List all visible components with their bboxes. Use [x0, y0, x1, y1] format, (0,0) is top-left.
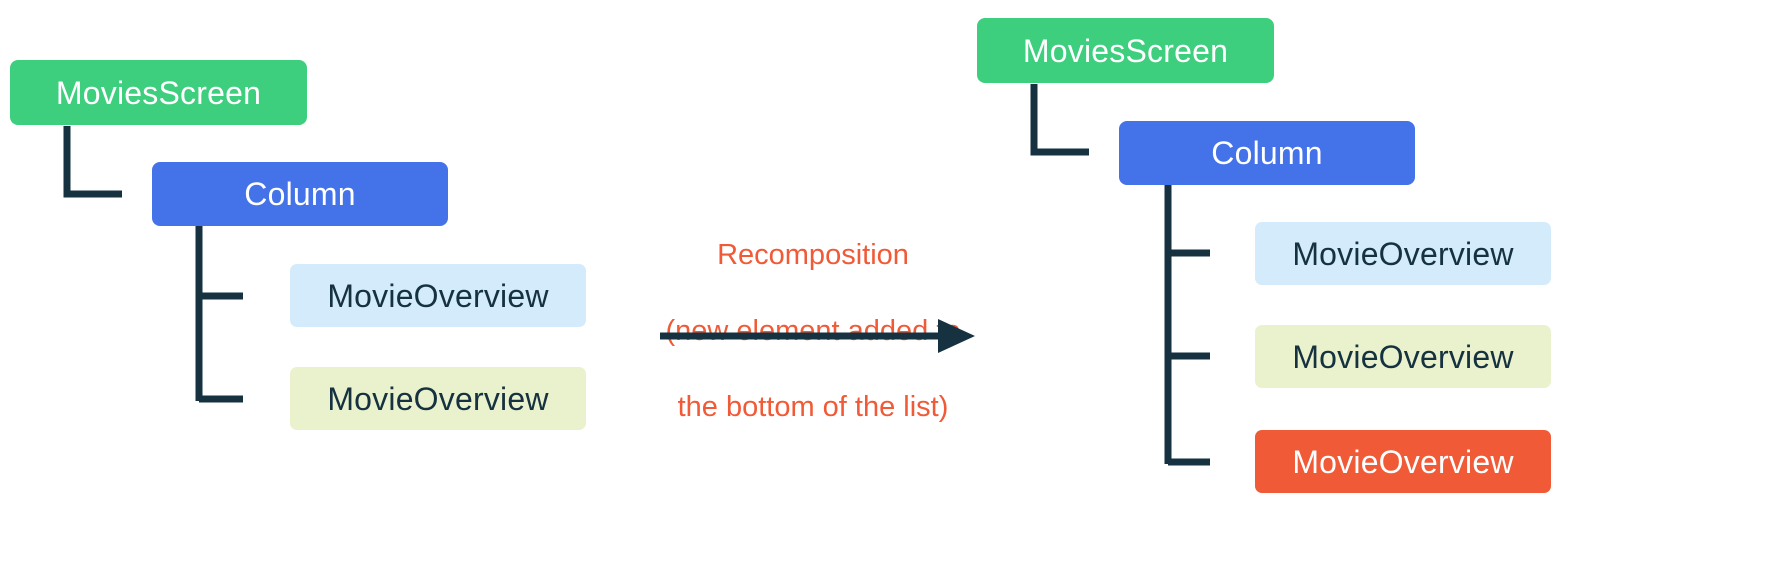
left-node-moviesscreen: MoviesScreen	[10, 60, 307, 125]
right-node-column-label: Column	[1211, 135, 1323, 171]
left-node-movieoverview-1: MovieOverview	[290, 264, 586, 327]
right-node-movieoverview-3-new: MovieOverview	[1255, 430, 1551, 493]
left-edges-column-to-items	[195, 226, 243, 403]
right-node-movieoverview-2: MovieOverview	[1255, 325, 1551, 388]
right-node-movieoverview-1-label: MovieOverview	[1292, 235, 1514, 272]
left-node-movieoverview-2: MovieOverview	[290, 367, 586, 430]
right-edges-column-to-items	[1164, 185, 1210, 466]
right-node-moviesscreen: MoviesScreen	[977, 18, 1274, 83]
left-node-moviesscreen-label: MoviesScreen	[55, 74, 262, 111]
annotation-line-1: Recomposition	[717, 239, 909, 271]
right-edge-screen-to-column	[1030, 84, 1089, 156]
right-node-movieoverview-1: MovieOverview	[1255, 222, 1551, 285]
right-node-movieoverview-3-label: MovieOverview	[1292, 443, 1514, 480]
right-node-moviesscreen-label: MoviesScreen	[1022, 32, 1229, 69]
annotation-line-3: the bottom of the list)	[677, 391, 949, 423]
left-node-column-label: Column	[244, 176, 356, 212]
recomposition-arrow-icon	[660, 319, 975, 353]
left-node-movieoverview-2-label: MovieOverview	[327, 380, 549, 417]
left-edge-screen-to-column	[63, 126, 122, 198]
left-node-movieoverview-1-label: MovieOverview	[327, 277, 549, 314]
right-node-column: Column	[1119, 121, 1415, 185]
left-node-column: Column	[152, 162, 448, 226]
right-node-movieoverview-2-label: MovieOverview	[1292, 338, 1514, 375]
